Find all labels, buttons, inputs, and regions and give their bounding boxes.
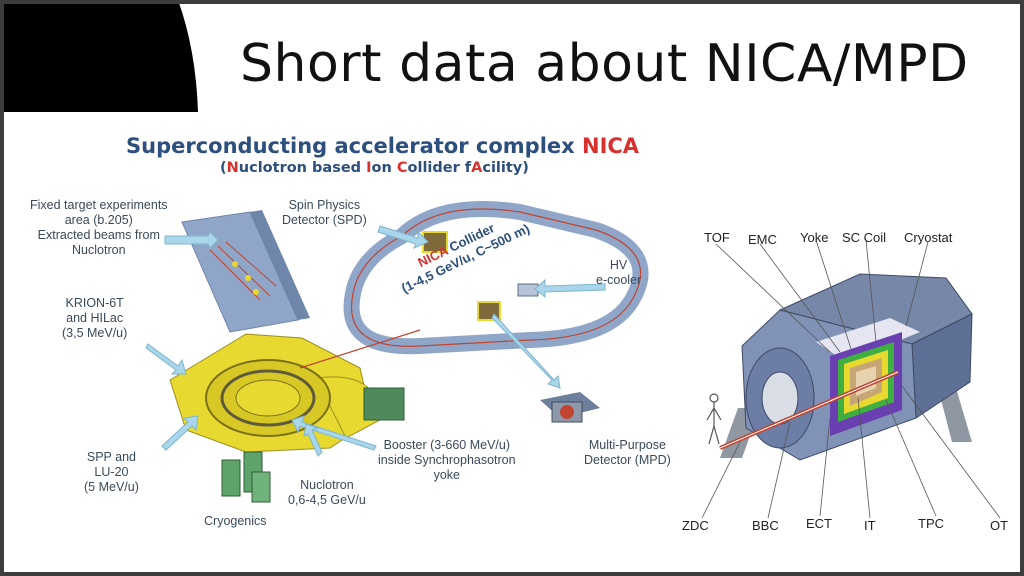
nica-sub-part-6: A [471, 160, 483, 176]
label-cryogenics: Cryogenics [204, 514, 267, 528]
label-mpd-detector: Multi-Purpose Detector (MPD) [584, 438, 671, 468]
label-hv-line-1: HV [609, 258, 628, 272]
nica-sub-part-4: C [396, 160, 408, 176]
nica-sub-part-5: ollider f [407, 160, 472, 176]
label-fixed-target-line-3: Extracted beams from [37, 228, 160, 242]
nica-sub-part-1: uclotron based [238, 160, 367, 176]
label-mpd-line-1: Multi-Purpose [588, 438, 666, 452]
mpd-label-tof: TOF [704, 230, 730, 245]
mpd-detector-illustration [680, 222, 1024, 544]
nica-sub-part-7: cility) [482, 160, 529, 176]
label-spp-line-3: (5 MeV/u) [84, 480, 139, 494]
mpd-label-bbc: BBC [752, 518, 779, 533]
label-spp-line-2: LU-20 [94, 465, 129, 479]
label-booster: Booster (3-660 MeV/u) inside Synchrophas… [378, 438, 516, 483]
leader-lines [701, 239, 1001, 519]
nica-title-accent: NICA [582, 134, 640, 158]
mpd-label-ot: OT [990, 518, 1009, 533]
label-fixed-target-line-1: Fixed target experiments [30, 198, 168, 212]
mpd-label-cryostat: Cryostat [904, 230, 953, 245]
label-hv-line-2: e-cooler [596, 273, 642, 287]
slide-title: Short data about NICA/MPD [240, 34, 969, 94]
mpd-label-yoke: Yoke [800, 230, 829, 245]
mpd-label-sc-coil: SC Coil [842, 230, 887, 245]
fixed-target-building [181, 210, 310, 333]
label-krion-line-3: (3,5 MeV/u) [62, 326, 128, 340]
person-figure [706, 393, 722, 445]
label-booster-line-3: yoke [433, 468, 460, 482]
label-nuclotron-line-1: Nuclotron [300, 478, 354, 492]
label-spp: SPP and LU-20 (5 MeV/u) [84, 450, 139, 495]
label-nuclotron: Nuclotron 0,6-4,5 GeV/u [288, 478, 366, 508]
label-spp-line-1: SPP and [86, 450, 136, 464]
nica-sub-part-0: N [226, 160, 239, 176]
nica-sub-part-2: I [366, 160, 372, 176]
label-hv-ecooler: HV e-cooler [596, 258, 641, 288]
mpd-hall [540, 392, 600, 423]
label-fixed-target: Fixed target experiments area (b.205) Ex… [30, 198, 168, 258]
mpd-label-ect: ECT [806, 516, 832, 531]
label-fixed-target-line-2: area (b.205) [64, 213, 133, 227]
cryogenics-racks [221, 451, 271, 503]
label-krion: KRION-6T and HILac (3,5 MeV/u) [62, 296, 127, 341]
nica-diagram-subtitle: (Nuclotron based Ion Collider fAcility) [220, 160, 529, 176]
label-booster-line-1: Booster (3-660 MeV/u) [383, 438, 511, 452]
label-nuclotron-line-2: 0,6-4,5 GeV/u [288, 493, 366, 507]
label-spd-line-1: Spin Physics [288, 198, 361, 212]
mpd-label-zdc: ZDC [682, 518, 709, 533]
label-krion-line-1: KRION-6T [65, 296, 124, 310]
nica-title-main: Superconducting accelerator complex [126, 134, 582, 158]
nica-diagram-title: Superconducting accelerator complex NICA [126, 134, 639, 158]
mpd-label-it: IT [864, 518, 876, 533]
mpd-label-tpc: TPC [918, 516, 944, 531]
label-booster-line-2: inside Synchrophasotron [378, 453, 516, 467]
mpd-label-emc: EMC [748, 232, 777, 247]
nica-sub-part-3: on [371, 160, 397, 176]
nica-sub-open: ( [220, 160, 227, 176]
label-spd: Spin Physics Detector (SPD) [282, 198, 367, 228]
label-mpd-line-2: Detector (MPD) [584, 453, 671, 467]
power-supply-panel [363, 387, 405, 421]
callout-arrows [145, 225, 606, 457]
corner-decoration [0, 0, 198, 112]
label-krion-line-2: and HILac [66, 311, 124, 325]
label-spd-line-2: Detector (SPD) [282, 213, 367, 227]
label-fixed-target-line-4: Nuclotron [72, 243, 126, 257]
